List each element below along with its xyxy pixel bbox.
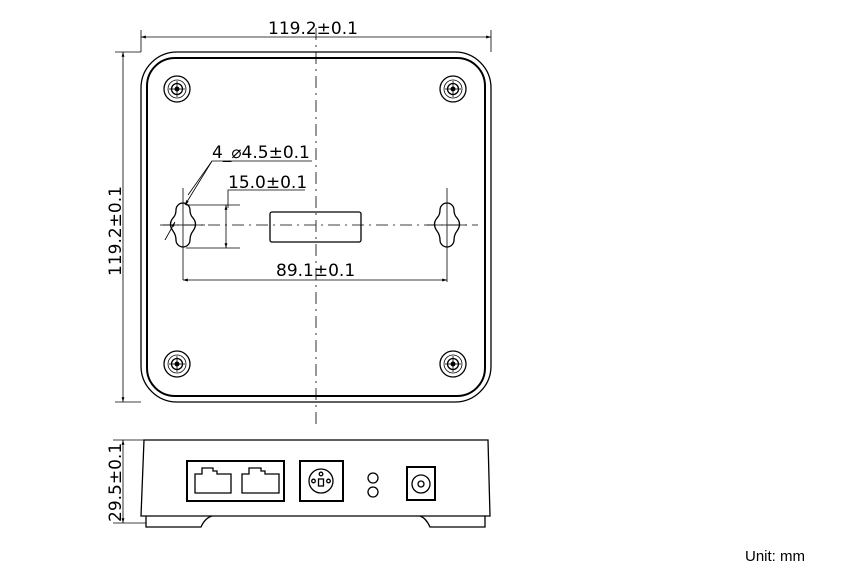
top-view: 119.2±0.1 119.2±0.1 4_⌀4.5±0.1 15.0±0.1 … — [106, 19, 492, 425]
screw-icon — [163, 350, 191, 378]
keyhole-spacing-label: 89.1±0.1 — [276, 261, 355, 281]
led-indicator-icon — [367, 486, 379, 498]
side-body — [140, 439, 491, 517]
keyhole-length-label: 15.0±0.1 — [228, 173, 307, 193]
dc-jack-frame — [406, 466, 436, 501]
unit-label: Unit: mm — [745, 548, 805, 565]
height-dimension-label: 119.2±0.1 — [106, 186, 126, 276]
keyhole-left — [169, 202, 197, 248]
screw-icon — [439, 75, 467, 103]
width-dimension-label: 119.2±0.1 — [268, 19, 358, 39]
screw-icon — [163, 75, 191, 103]
side-view: 29.5±0.1 — [106, 439, 491, 528]
rj45-block — [186, 460, 285, 502]
din-connector-icon — [308, 468, 334, 494]
dc-power-jack-icon — [411, 474, 431, 494]
led-indicator-icon — [367, 472, 379, 484]
keyhole-right — [433, 202, 461, 248]
din-connector-frame — [299, 460, 344, 502]
rj45-port-icon — [241, 467, 280, 494]
rj45-port-icon — [194, 467, 232, 494]
hole-callout-label: 4_⌀4.5±0.1 — [212, 143, 310, 163]
center-slot — [269, 211, 362, 243]
side-height-label: 29.5±0.1 — [106, 443, 126, 522]
screw-icon — [439, 350, 467, 378]
side-feet — [145, 515, 486, 528]
